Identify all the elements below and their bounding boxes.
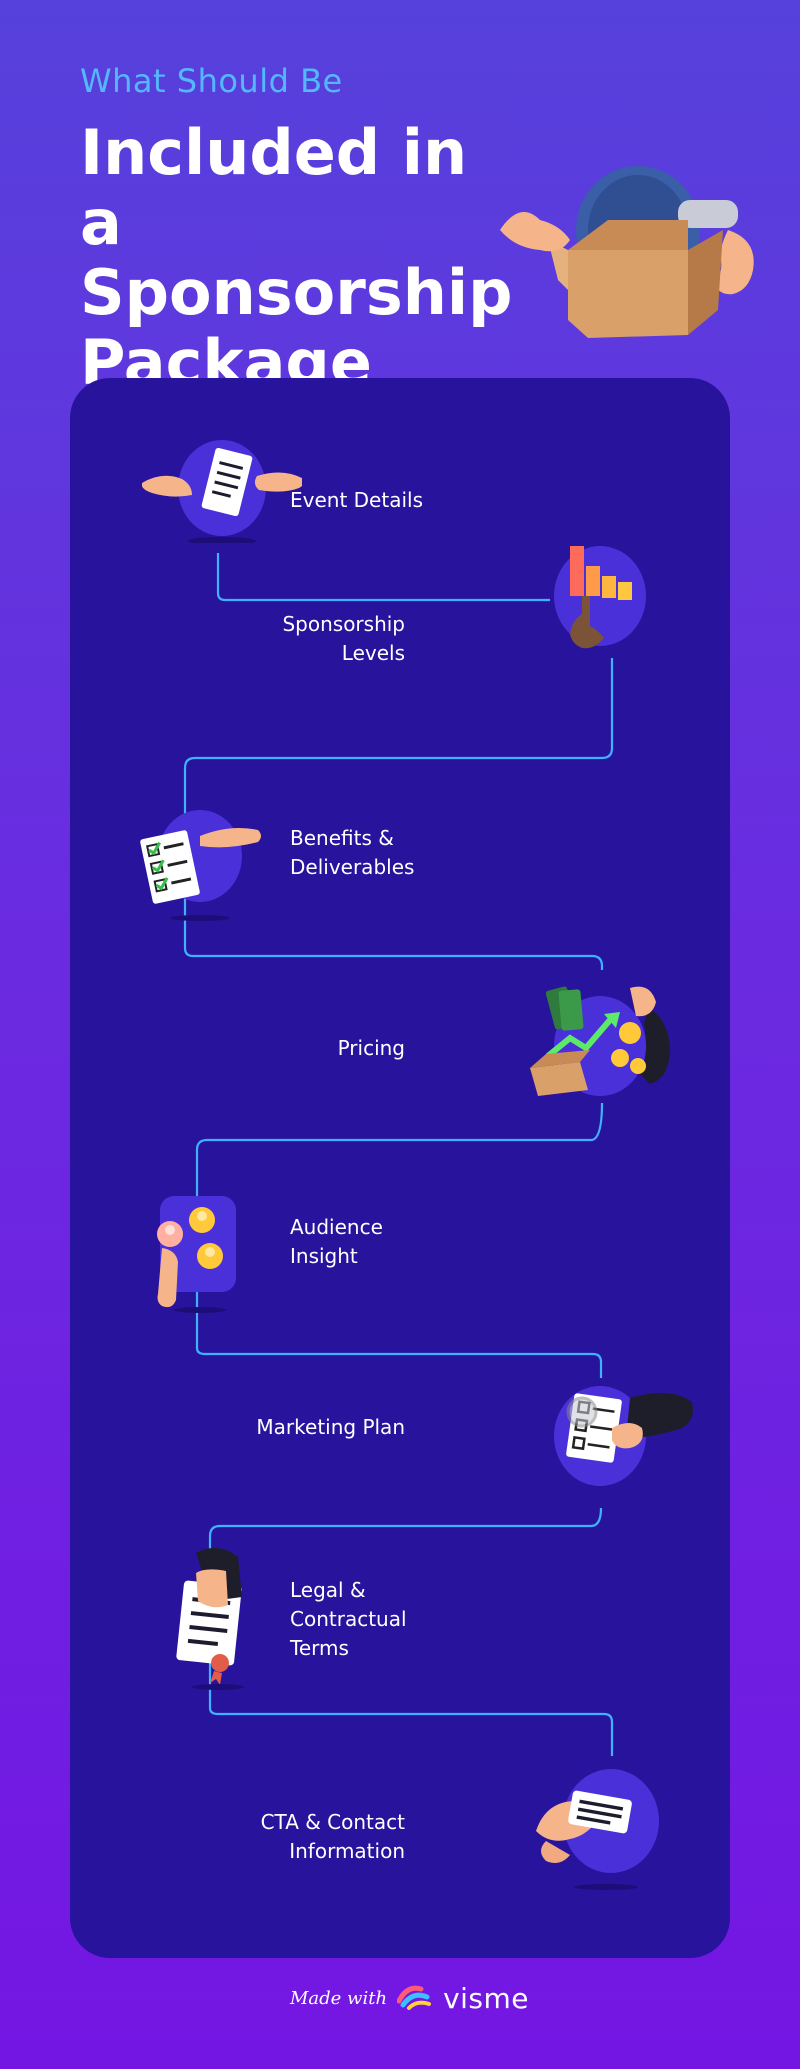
step-label-cta-contact-information: CTA & Contact Information — [260, 1810, 405, 1863]
page-title: Included in a Sponsorship Package — [80, 116, 513, 399]
bar-chart-hand-icon — [554, 546, 646, 649]
step-label-legal-contractual-terms: Legal & Contractual Terms — [290, 1578, 407, 1660]
step-label-pricing: Pricing — [337, 1036, 405, 1060]
step-label-sponsorship-levels: Sponsorship Levels — [282, 612, 405, 665]
open-box-hands-icon — [500, 166, 754, 338]
document-hands-icon — [142, 440, 302, 543]
contract-hand-icon — [176, 1547, 244, 1690]
audience-profiles-icon — [157, 1196, 236, 1313]
step-label-benefits-deliverables: Benefits & Deliverables — [290, 826, 415, 879]
made-with-label: Made with — [290, 1987, 388, 2009]
marketing-checklist-icon — [554, 1386, 693, 1486]
step-label-event-details: Event Details — [290, 488, 423, 512]
step-label-marketing-plan: Marketing Plan — [256, 1415, 405, 1439]
checklist-hand-icon — [140, 810, 261, 921]
visme-logo-icon — [397, 1985, 432, 2010]
page-subtitle: What Should Be — [80, 62, 343, 100]
footer-branding: Made with visme — [290, 1980, 529, 2016]
money-growth-icon — [530, 986, 670, 1096]
steps-card: Event Details Sponsorship Levels Benefit… — [70, 378, 730, 1958]
visme-brand-name: visme — [443, 1981, 530, 2015]
step-label-audience-insight: Audience Insight — [290, 1215, 383, 1268]
contact-card-icon — [536, 1769, 659, 1890]
